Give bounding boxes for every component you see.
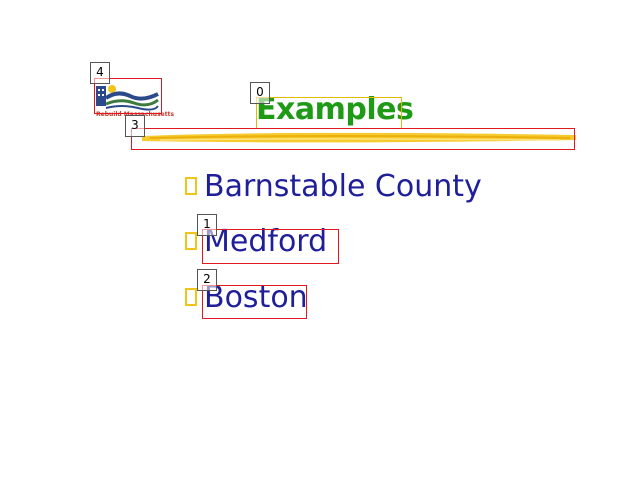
annotation-tag: 3: [125, 115, 145, 137]
annotation-tag: 0: [250, 82, 270, 104]
list-item-barnstable-county[interactable]: Barnstable County: [204, 169, 482, 204]
bullet-marker: [185, 288, 197, 306]
annotation-box-medford: [202, 229, 339, 264]
annotation-box-title: [256, 97, 402, 129]
annotation-tag: 2: [197, 269, 217, 291]
bullet-marker: [185, 177, 197, 195]
annotation-box-boston: [202, 285, 307, 319]
annotation-tag: 1: [197, 214, 217, 236]
annotation-tag: 4: [90, 62, 110, 84]
annotation-box-logo: [94, 78, 162, 114]
title-underline-brush: [140, 128, 580, 148]
annotation-box-underline: [131, 128, 575, 150]
bullet-marker: [185, 232, 197, 250]
rebuild-massachusetts-logo: [94, 80, 162, 120]
logo-caption: Rebuild Massachusetts: [96, 111, 175, 118]
